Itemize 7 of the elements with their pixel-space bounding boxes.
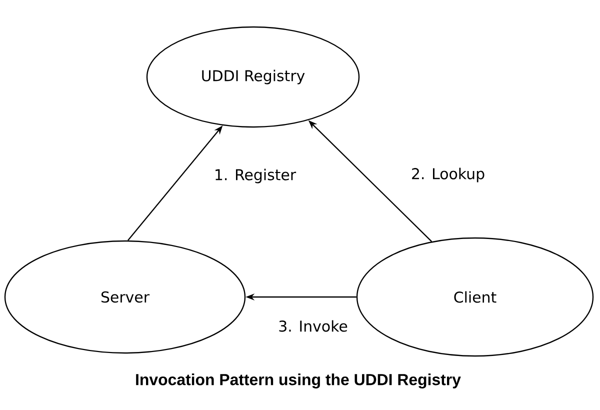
ellipse-node: Server xyxy=(4,240,246,354)
edge-label: 3. Invoke xyxy=(277,319,349,333)
caption: Invocation Pattern using the UDDI Registry xyxy=(136,374,461,388)
edge-label: 2. Lookup xyxy=(410,166,486,184)
ellipse-node: Client xyxy=(356,237,594,357)
ellipse-node: UDDI Registry xyxy=(146,26,360,128)
edge-label: 1. Register xyxy=(212,168,298,184)
